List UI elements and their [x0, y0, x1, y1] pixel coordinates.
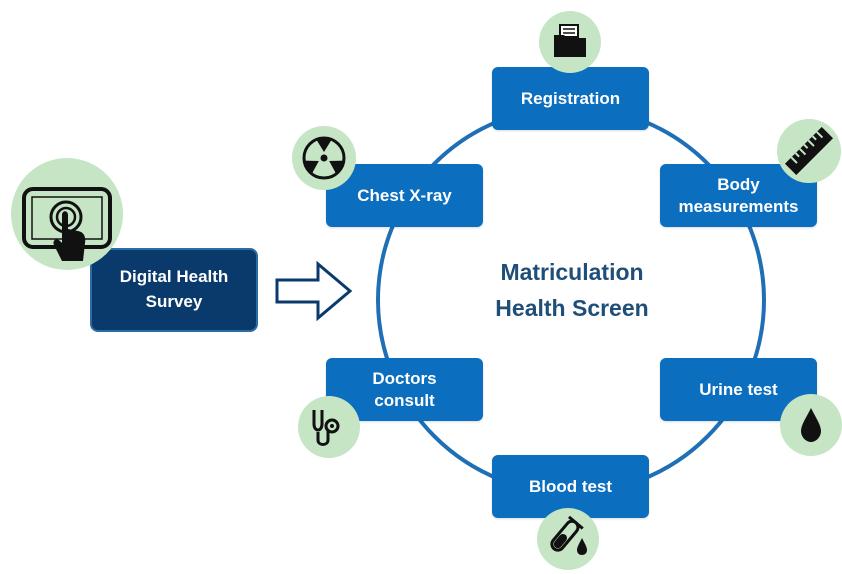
step-urine-test-label: Urine test: [699, 379, 778, 399]
test-tube-icon: [537, 508, 599, 570]
stethoscope-icon: [298, 396, 360, 458]
ruler-icon: [777, 119, 841, 183]
step-doctors-consult-label: Doctors consult: [372, 369, 437, 410]
center-title-line1: Matriculation: [500, 259, 644, 285]
step-registration-label: Registration: [520, 88, 621, 108]
step-blood-test: Blood test: [492, 455, 649, 518]
flow-arrow: [275, 260, 353, 322]
step-chest-xray-label: Chest X-ray: [357, 185, 452, 205]
tablet-touch-icon: [11, 158, 123, 270]
step-body-measurements-label: Body measurements: [678, 175, 799, 216]
survey-label: Digital Health Survey: [119, 267, 229, 311]
digital-health-survey-box: Digital Health Survey: [90, 248, 258, 332]
step-registration: Registration: [492, 67, 649, 130]
center-title-line2: Health Screen: [495, 294, 649, 321]
center-title: Matriculation Health Screen: [462, 255, 682, 326]
radiation-icon: [292, 126, 356, 190]
folder-icon: [539, 11, 601, 73]
drop-icon: [780, 394, 842, 456]
step-blood-test-label: Blood test: [528, 476, 613, 496]
step-chest-xray: Chest X-ray: [326, 164, 483, 227]
